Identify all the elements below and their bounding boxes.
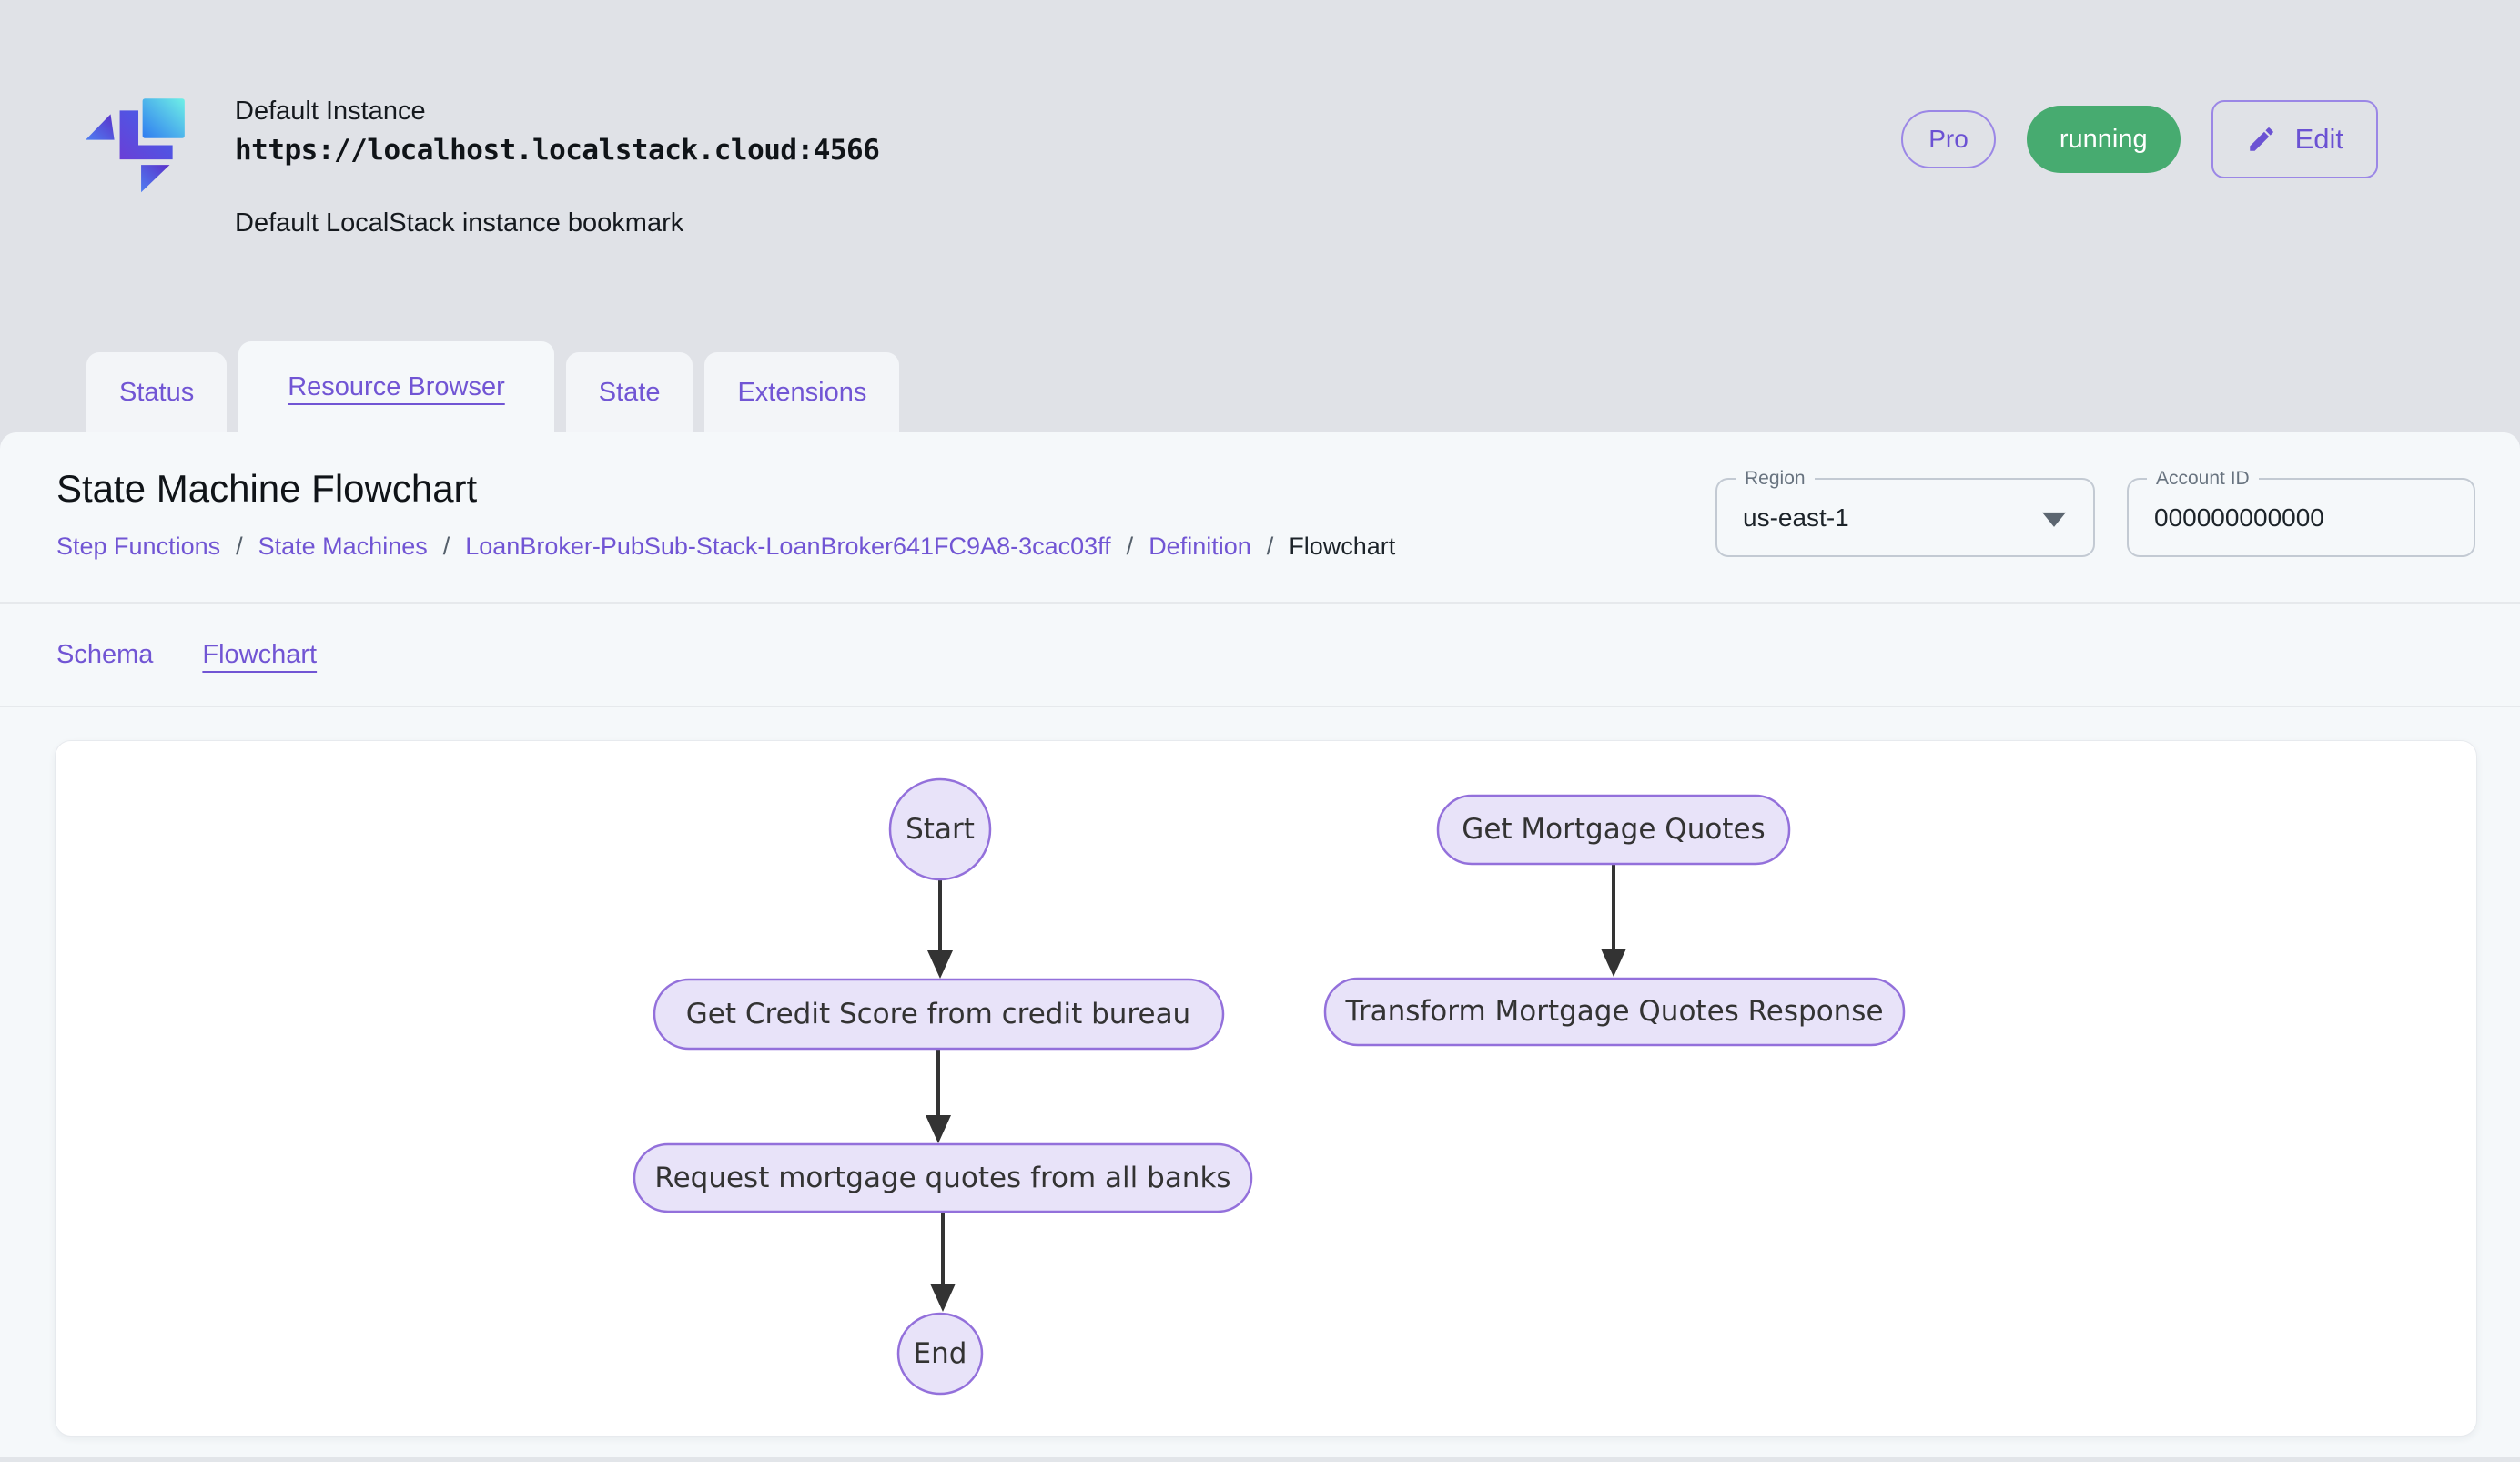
instance-description: Default LocalStack instance bookmark xyxy=(235,208,879,239)
panel-header: State Machine Flowchart Step Functions /… xyxy=(0,432,2520,604)
svg-text:Get Mortgage Quotes: Get Mortgage Quotes xyxy=(1462,813,1765,846)
region-select-value: us-east-1 xyxy=(1743,503,1849,533)
running-status-badge: running xyxy=(2027,106,2181,173)
resource-browser-panel: State Machine Flowchart Step Functions /… xyxy=(0,432,2520,1462)
flow-edge-start-to-credit xyxy=(927,879,953,979)
breadcrumb-state-machines[interactable]: State Machines xyxy=(258,533,428,561)
breadcrumb-separator: / xyxy=(443,533,450,561)
edit-button[interactable]: Edit xyxy=(2211,100,2378,178)
edit-button-label: Edit xyxy=(2295,123,2343,156)
account-id-field: Account ID xyxy=(2127,478,2475,557)
breadcrumb-step-functions[interactable]: Step Functions xyxy=(56,533,220,561)
tab-resource-browser[interactable]: Resource Browser xyxy=(238,341,554,432)
pro-badge: Pro xyxy=(1901,110,1996,168)
svg-text:Request mortgage quotes from a: Request mortgage quotes from all banks xyxy=(654,1162,1230,1194)
breadcrumb-separator: / xyxy=(236,533,243,561)
flow-node-end: End xyxy=(898,1314,982,1394)
tab-status[interactable]: Status xyxy=(86,352,227,432)
flow-node-start: Start xyxy=(890,779,990,879)
flow-node-get-credit-score: Get Credit Score from credit bureau xyxy=(654,980,1223,1049)
svg-text:End: End xyxy=(914,1337,967,1370)
flow-node-get-mortgage-quotes: Get Mortgage Quotes xyxy=(1438,796,1789,864)
instance-info: Default Instance https://localhost.local… xyxy=(235,96,879,239)
flowchart-card: Start Get Credit Score from credit burea… xyxy=(55,740,2477,1437)
tab-state[interactable]: State xyxy=(566,352,693,432)
flow-node-transform-response: Transform Mortgage Quotes Response xyxy=(1325,979,1904,1045)
localstack-logo-icon xyxy=(80,84,200,209)
instance-header: Default Instance https://localhost.local… xyxy=(0,0,2520,432)
breadcrumb-state-machine-id[interactable]: LoanBroker-PubSub-Stack-LoanBroker641FC9… xyxy=(465,533,1110,561)
breadcrumb: Step Functions / State Machines / LoanBr… xyxy=(56,533,1395,561)
region-select[interactable]: Region us-east-1 xyxy=(1715,478,2095,557)
chevron-down-icon xyxy=(2042,512,2066,526)
flow-edge-request-to-end xyxy=(930,1212,956,1312)
svg-text:Get Credit Score from credit b: Get Credit Score from credit bureau xyxy=(686,998,1190,1031)
tab-extensions[interactable]: Extensions xyxy=(704,352,899,432)
state-machine-flowchart: Start Get Credit Score from credit burea… xyxy=(56,741,2477,1437)
instance-name: Default Instance xyxy=(235,96,879,127)
svg-text:Start: Start xyxy=(906,813,975,846)
breadcrumb-flowchart-current: Flowchart xyxy=(1289,533,1395,561)
flow-edge-quotes-to-transform xyxy=(1601,864,1626,977)
definition-subtabs: Schema Flowchart xyxy=(0,604,2520,707)
bottom-edge-divider xyxy=(0,1457,2520,1462)
instance-actions: Pro running Edit xyxy=(1901,100,2378,178)
breadcrumb-definition[interactable]: Definition xyxy=(1149,533,1251,561)
flow-edge-credit-to-request xyxy=(926,1049,951,1143)
account-id-label: Account ID xyxy=(2147,465,2259,492)
flowchart-canvas: Start Get Credit Score from credit burea… xyxy=(0,707,2520,1437)
page-title: State Machine Flowchart xyxy=(56,467,477,511)
instance-url: https://localhost.localstack.cloud:4566 xyxy=(235,134,879,167)
region-select-label: Region xyxy=(1736,465,1815,492)
breadcrumb-separator: / xyxy=(1127,533,1134,561)
breadcrumb-separator: / xyxy=(1267,533,1274,561)
flow-node-request-quotes: Request mortgage quotes from all banks xyxy=(634,1144,1251,1212)
svg-text:Transform Mortgage Quotes Resp: Transform Mortgage Quotes Response xyxy=(1344,995,1883,1028)
subtab-schema[interactable]: Schema xyxy=(56,640,153,670)
pencil-icon xyxy=(2246,124,2277,155)
subtab-flowchart[interactable]: Flowchart xyxy=(202,640,317,670)
main-tabs: Status Resource Browser State Extensions xyxy=(86,341,899,432)
